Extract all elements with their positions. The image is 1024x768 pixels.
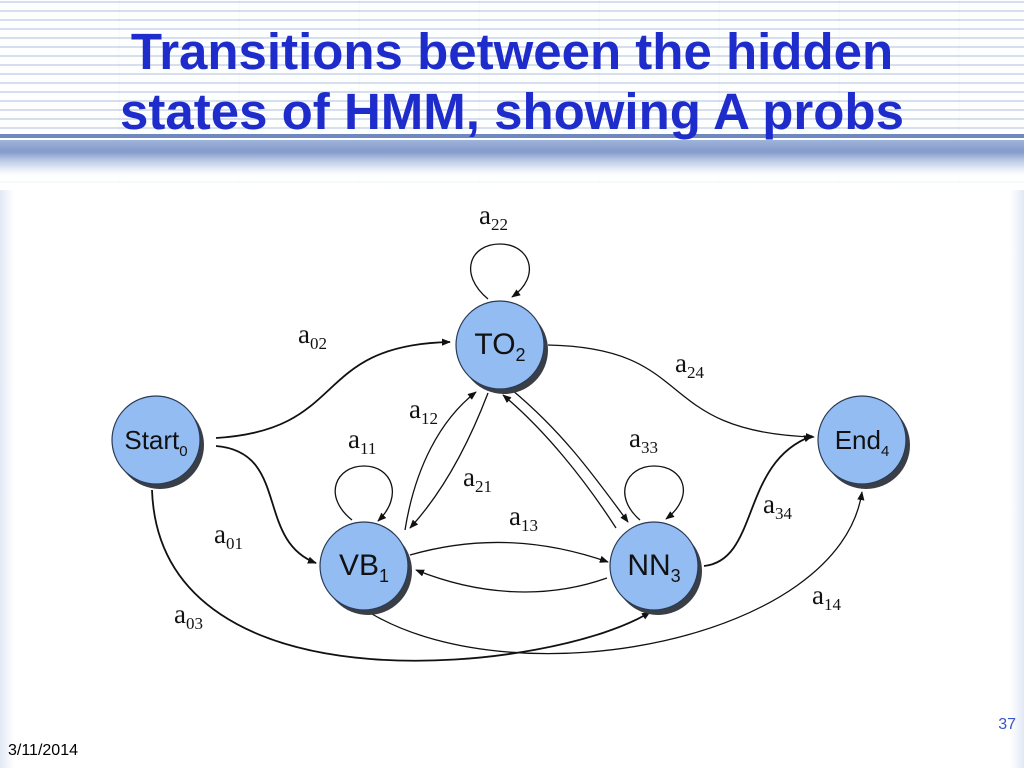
header-divider bbox=[0, 134, 1024, 138]
slide-date: 3/11/2014 bbox=[8, 742, 78, 759]
transition-arrow-start-to-vb bbox=[215, 445, 317, 564]
edge-label-subscript: 03 bbox=[186, 614, 203, 633]
right-rail bbox=[1010, 190, 1024, 768]
edge-label-a11: a11 bbox=[348, 424, 376, 458]
edge-label-a02: a02 bbox=[298, 319, 327, 353]
edge-label-base: a bbox=[629, 423, 641, 453]
transition-arrow-to-to-end bbox=[547, 344, 815, 441]
state-node-circle bbox=[609, 521, 699, 611]
edge-label-a21: a21 bbox=[463, 462, 492, 496]
edge-label-subscript: 34 bbox=[775, 504, 793, 523]
state-node-subscript: 0 bbox=[179, 443, 187, 460]
edge-label-subscript: 01 bbox=[226, 534, 243, 553]
state-node-label: TO2 bbox=[474, 328, 525, 365]
edge-label-subscript: 22 bbox=[491, 215, 508, 234]
transition-arrow-nn-to-end bbox=[703, 435, 813, 567]
state-node-name: TO bbox=[474, 328, 515, 361]
state-node-subscript: 4 bbox=[881, 443, 889, 460]
edge-label-base: a bbox=[812, 580, 824, 610]
transition-arrow-nn-to-nn bbox=[624, 465, 684, 521]
state-node-subscript: 2 bbox=[516, 345, 526, 365]
state-node-circle bbox=[817, 395, 907, 485]
edge-label-subscript: 14 bbox=[824, 595, 842, 614]
edge-label-base: a bbox=[348, 424, 360, 454]
state-node-name: VB bbox=[339, 549, 379, 582]
edge-label-base: a bbox=[298, 319, 310, 349]
state-node-label: VB1 bbox=[339, 549, 389, 586]
state-node-name: End bbox=[835, 425, 881, 455]
edge-label-base: a bbox=[214, 519, 226, 549]
edge-label-subscript: 24 bbox=[687, 363, 705, 382]
edge-label-a22: a22 bbox=[479, 200, 508, 234]
transition-arrow-vb-to-vb bbox=[334, 465, 394, 522]
transition-arrow-to-to-to bbox=[470, 243, 530, 300]
edge-label-subscript: 02 bbox=[310, 334, 327, 353]
state-node-circle bbox=[111, 395, 201, 485]
slide-number: 37 bbox=[998, 716, 1016, 733]
transition-arrow-nn-to-to bbox=[502, 394, 617, 529]
transition-arrow-vb-to-to bbox=[404, 391, 477, 531]
state-node-label: Start0 bbox=[124, 425, 187, 460]
edges-layer bbox=[151, 243, 865, 662]
edge-label-base: a bbox=[479, 200, 491, 230]
slide-title: Transitions between the hidden states of… bbox=[40, 22, 984, 142]
edge-label-a01: a01 bbox=[214, 519, 243, 553]
edge-label-base: a bbox=[675, 348, 687, 378]
edge-label-subscript: 21 bbox=[475, 477, 492, 496]
edge-label-base: a bbox=[463, 462, 475, 492]
state-node-end: End4 bbox=[817, 395, 910, 489]
transition-arrow-vb-to-end bbox=[371, 491, 865, 655]
transition-arrow-start-to-nn bbox=[151, 489, 651, 662]
state-node-name: NN bbox=[627, 549, 670, 582]
transition-arrow-to-to-nn bbox=[511, 389, 629, 523]
edge-label-subscript: 33 bbox=[641, 438, 658, 457]
edge-label-base: a bbox=[763, 489, 775, 519]
edge-label-a03: a03 bbox=[174, 599, 203, 633]
edge-label-base: a bbox=[409, 394, 421, 424]
edge-label-base: a bbox=[509, 501, 521, 531]
edge-label-a13: a13 bbox=[509, 501, 538, 535]
left-rail bbox=[0, 190, 14, 768]
state-node-label: End4 bbox=[835, 425, 890, 460]
state-node-subscript: 3 bbox=[671, 566, 681, 586]
state-node-vb: VB1 bbox=[319, 521, 412, 615]
edge-label-a33: a33 bbox=[629, 423, 658, 457]
state-node-circle bbox=[319, 521, 409, 611]
edge-label-a12: a12 bbox=[409, 394, 438, 428]
transition-arrow-to-to-vb bbox=[409, 392, 489, 529]
header-fade bbox=[0, 150, 1024, 190]
edge-label-subscript: 12 bbox=[421, 409, 438, 428]
edge-label-a34: a34 bbox=[763, 489, 792, 523]
state-node-to: TO2 bbox=[455, 300, 548, 394]
edge-label-a14: a14 bbox=[812, 580, 841, 614]
slide-title-line-2: states of HMM, showing A probs bbox=[120, 83, 904, 140]
edge-label-subscript: 13 bbox=[521, 516, 538, 535]
state-node-circle bbox=[455, 300, 545, 390]
slide-title-line-1: Transitions between the hidden bbox=[130, 23, 894, 80]
transition-arrow-vb-to-nn bbox=[409, 541, 609, 563]
state-node-start: Start0 bbox=[111, 395, 204, 489]
state-node-name: Start bbox=[124, 425, 180, 455]
edge-label-base: a bbox=[174, 599, 186, 629]
transition-arrow-nn-to-vb bbox=[415, 569, 608, 593]
edge-label-subscript: 11 bbox=[360, 439, 376, 458]
transition-arrow-start-to-to bbox=[215, 338, 451, 439]
state-node-subscript: 1 bbox=[379, 566, 389, 586]
edge-label-a24: a24 bbox=[675, 348, 704, 382]
state-node-nn: NN3 bbox=[609, 521, 702, 615]
state-node-label: NN3 bbox=[627, 549, 680, 586]
